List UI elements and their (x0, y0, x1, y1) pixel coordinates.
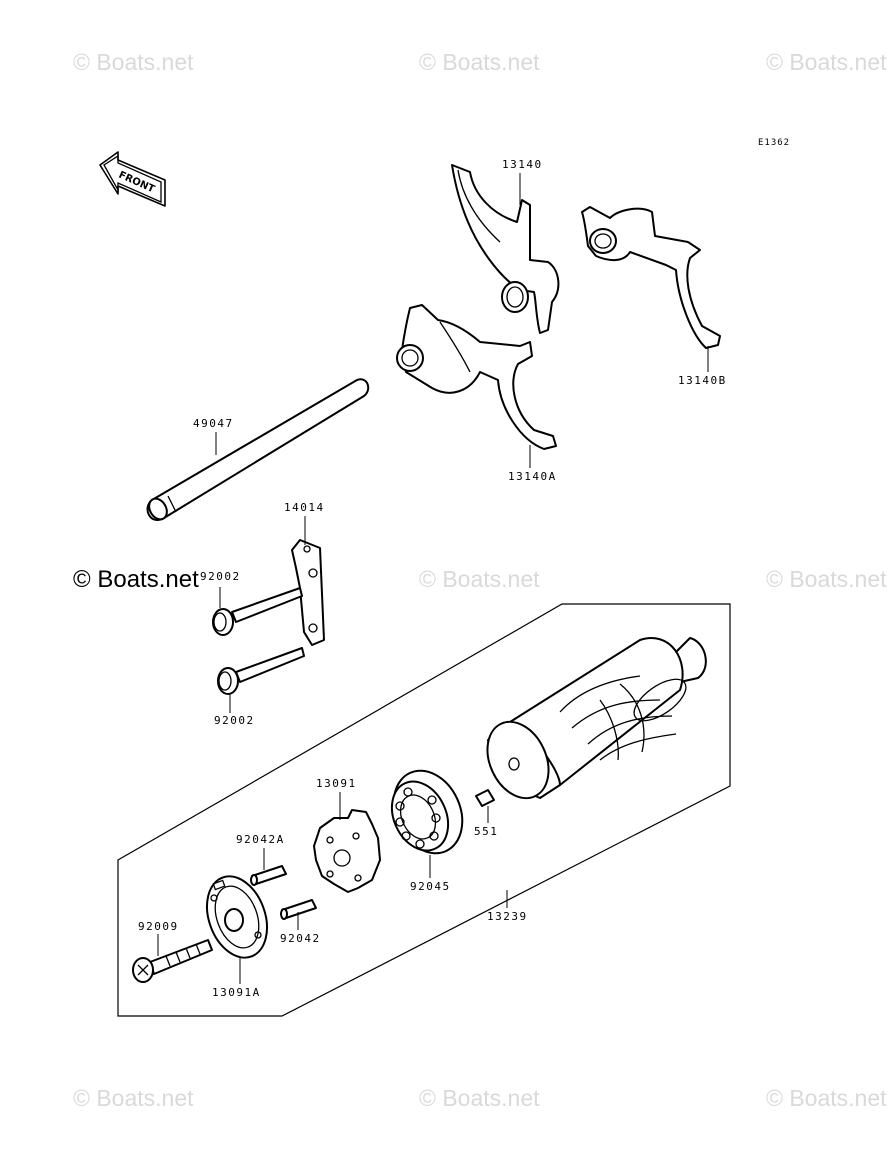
pin-92042A (250, 865, 287, 886)
label-92009: 92009 (138, 920, 179, 933)
label-13091A: 13091A (212, 986, 261, 999)
label-92045: 92045 (410, 880, 451, 893)
watermark-top-right: © Boats.net (766, 49, 887, 75)
watermark-bottom-right: © Boats.net (766, 1085, 887, 1111)
watermark-bottom-left: © Boats.net (73, 1085, 194, 1111)
label-49047: 49047 (193, 417, 234, 430)
bearing-92045 (390, 769, 464, 855)
drum-assembly-outline (117, 603, 731, 1017)
shift-drum (486, 637, 707, 800)
label-13091: 13091 (316, 777, 357, 790)
pin-551 (475, 789, 495, 807)
label-13140A: 13140A (508, 470, 557, 483)
label-13140: 13140 (502, 158, 543, 171)
watermark-bottom-center: © Boats.net (419, 1085, 540, 1111)
bolt-92002-bottom (217, 647, 305, 695)
label-13140B: 13140B (678, 374, 727, 387)
watermark-mid-right: © Boats.net (766, 566, 887, 592)
pin-92042 (280, 899, 317, 920)
shift-cam-13091 (313, 809, 381, 893)
stopper-plate-14014 (291, 539, 325, 646)
screw-92009 (132, 939, 213, 983)
diagram-id: E1362 (758, 138, 790, 148)
cam-plate-13091A (206, 875, 268, 959)
label-92002-bottom: 92002 (214, 714, 255, 727)
watermark-mid-center: © Boats.net (419, 566, 540, 592)
front-arrow-icon: FRONT (99, 151, 166, 207)
label-92002-top: 92002 (200, 570, 241, 583)
shift-fork-13140 (451, 164, 560, 334)
shift-fork-13140B (581, 206, 721, 349)
shift-fork-13140A (396, 304, 557, 450)
watermark-top-center: © Boats.net (419, 49, 540, 75)
watermark-top-left: © Boats.net (73, 49, 194, 75)
label-92042: 92042 (280, 932, 321, 945)
label-551: 551 (474, 825, 498, 838)
label-13239: 13239 (487, 910, 528, 923)
bolt-92002-top (212, 587, 303, 636)
label-14014: 14014 (284, 501, 325, 514)
watermark-mid-left: © Boats.net (73, 566, 199, 593)
label-92042A: 92042A (236, 833, 285, 846)
shift-shaft-49047 (146, 378, 370, 521)
